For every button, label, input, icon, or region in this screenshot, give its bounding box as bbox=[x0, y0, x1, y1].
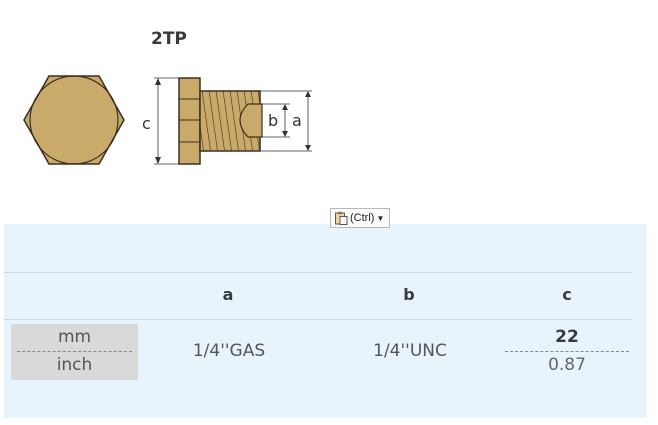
col-header-c: c bbox=[562, 285, 572, 304]
value-b: 1/4''UNC bbox=[373, 341, 447, 361]
table-header-divider bbox=[4, 319, 632, 320]
value-c-mm: 22 bbox=[555, 327, 579, 347]
unit-labels: mm inch bbox=[11, 324, 138, 380]
value-c-divider bbox=[505, 351, 629, 352]
paste-options-label: (Ctrl) bbox=[350, 212, 375, 224]
dim-label-b: b bbox=[268, 111, 278, 130]
product-title: 2TP bbox=[151, 29, 187, 49]
hex-head-front-view bbox=[23, 75, 125, 165]
table-top-divider bbox=[4, 272, 632, 273]
hex-head-side-view bbox=[178, 77, 201, 165]
specs-panel bbox=[4, 224, 647, 418]
dim-label-a: a bbox=[292, 111, 302, 130]
col-header-b: b bbox=[403, 285, 415, 304]
clipboard-icon bbox=[335, 211, 348, 225]
unit-inch: inch bbox=[56, 355, 93, 375]
technical-drawing: c b a bbox=[23, 75, 312, 165]
unit-mm: mm bbox=[57, 327, 92, 347]
unit-divider bbox=[17, 351, 132, 352]
value-c-inch: 0.87 bbox=[548, 355, 586, 375]
dim-label-c: c bbox=[142, 114, 151, 133]
col-header-a: a bbox=[222, 285, 234, 304]
value-a: 1/4''GAS bbox=[192, 341, 266, 361]
paste-options-button[interactable]: (Ctrl) ▼ bbox=[330, 208, 390, 228]
chevron-down-icon: ▼ bbox=[376, 213, 385, 223]
